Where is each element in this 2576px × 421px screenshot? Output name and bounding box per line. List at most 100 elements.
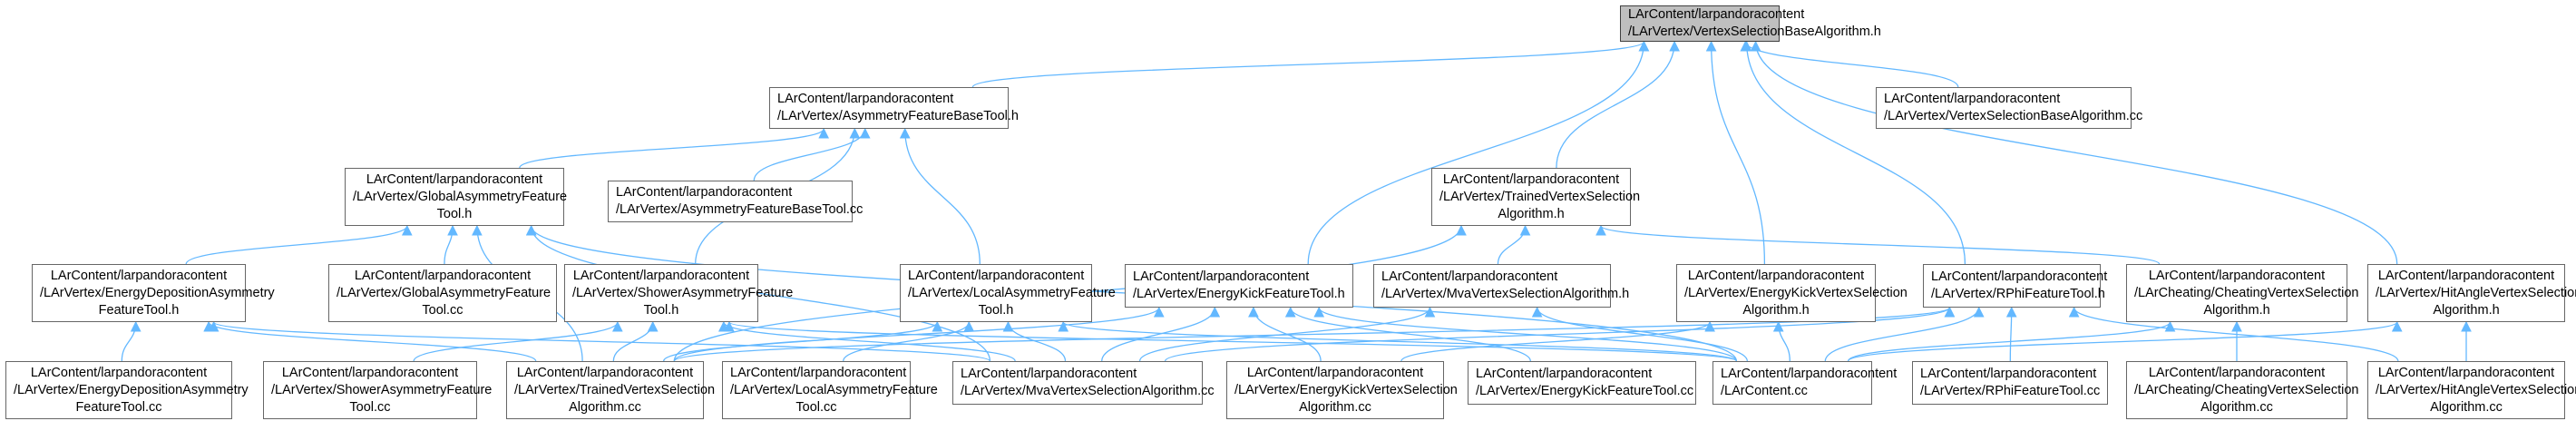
node-label-line: LArContent/larpandoracontent [1920,367,2097,381]
edge-n11-to-n5 [1497,224,1531,265]
node-label-line: LArContent/larpandoracontent [908,268,1085,283]
edge-n10-to-n0 [1307,40,1650,265]
edge-n23-to-n15 [1847,320,2403,362]
edge-n4-to-n1 [753,127,871,181]
node-energykickfeaturetool-cc[interactable]: LArContent/larpandoracontent/LArVertex/E… [1468,361,1696,405]
edge-n9-to-n1 [899,127,981,265]
node-label-line: /LArVertex/EnergyDepositionAsymmetry [14,382,249,397]
node-asymmetryfeaturebasetool-h[interactable]: LArContent/larpandoracontent/LArVertex/A… [769,87,1019,129]
edge-n23-to-n9 [1058,320,1738,362]
node-localasymmetryfeaturetool-cc[interactable]: LArContent/larpandoracontent/LArVertex/L… [722,361,938,419]
node-label-line: Tool.h [436,206,473,221]
edge-n16-to-n6 [121,320,141,362]
node-label-line: FeatureTool.h [98,302,180,318]
node-label-line: /LArVertex/EnergyKickFeatureTool.cc [1476,384,1694,398]
edge-n18-to-n10 [673,306,1165,362]
node-label-line: /LArCheating/CheatingVertexSelection [2134,285,2359,300]
node-label-line: LArContent/larpandoracontent [366,171,543,187]
node-label-line: LArContent/larpandoracontent [50,268,228,283]
node-label-line: /LArVertex/EnergyDepositionAsymmetry [40,285,275,300]
node-energykickvertexselectionalgorithm-cc[interactable]: LArContent/larpandoracontent/LArVertex/E… [1226,361,1458,419]
node-label-line: LArContent/larpandoracontent [1628,7,1805,22]
node-trainedvertexselectionalgorithm-h[interactable]: LArContent/larpandoracontent/LArVertex/T… [1431,168,1641,226]
node-vertexselectionbasealgorithm-cc[interactable]: LArContent/larpandoracontent/LArVertex/V… [1876,87,2142,129]
node-label-line: /LArVertex/EnergyKickVertexSelection [1684,285,1908,300]
edge-n14-to-n5 [1595,224,2161,265]
node-label-line: LArContent/larpandoracontent [777,92,954,106]
node-label-line: /LArVertex/EnergyKickFeatureTool.h [1133,287,1345,301]
node-label-line: /LArVertex/HitAngleVertexSelection [2376,382,2576,397]
node-showerasymmetryfeaturetool-cc[interactable]: LArContent/larpandoracontent/LArVertex/S… [263,361,492,419]
node-label-line: Algorithm.cc [2430,399,2503,415]
edge-n6-to-n3 [185,224,413,265]
node-label-line: LArContent/larpandoracontent [1687,268,1865,283]
node-label-line: Tool.h [643,302,679,318]
edge-n21-to-n12 [1400,320,1715,362]
node-label-line: LArContent/larpandoracontent [516,365,694,380]
edge-n23-to-n13 [1824,306,1985,362]
edge-n18-to-n8 [612,320,659,362]
edge-n17-to-n8 [413,320,623,362]
edge-n2-to-n0 [1740,40,1959,88]
node-showerasymmetryfeaturetool-h[interactable]: LArContent/larpandoracontent/LArVertex/S… [564,264,793,322]
edge-n20-to-n8 [718,320,1016,362]
edge-n23-to-n12 [1772,320,1791,362]
node-label-line: Tool.cc [795,399,837,415]
node-label-line: /LArVertex/TrainedVertexSelection [1439,189,1641,204]
node-label-line: Algorithm.h [2203,302,2270,318]
node-label-line: LArContent/larpandoracontent [1246,365,1424,380]
node-label-line: LArContent/larpandoracontent [1442,171,1620,187]
edge-n26-to-n13 [2068,306,2399,362]
node-label-line: LArContent/larpandoracontent [1721,367,1898,381]
node-label-line: LArContent/larpandoracontent [1476,367,1653,381]
edge-n20-to-n10 [1101,306,1221,362]
node-energykickvertexselectionalgorithm-h[interactable]: LArContent/larpandoracontent/LArVertex/E… [1676,264,1908,322]
node-label-line: Algorithm.cc [569,399,641,415]
node-label-line: LArContent/larpandoracontent [616,185,793,200]
node-label-line: /LArVertex/MvaVertexSelectionAlgorithm.c… [961,384,1215,398]
node-energydepositionasymmetryfeaturetool-cc[interactable]: LArContent/larpandoracontent/LArVertex/E… [5,361,249,419]
node-label-line: /LArVertex/LocalAsymmetryFeature [730,382,938,397]
node-cheatingvertexselectionalgorithm-cc[interactable]: LArContent/larpandoracontent/LArCheating… [2126,361,2358,419]
node-rphifeaturetool-cc[interactable]: LArContent/larpandoracontent/LArVertex/R… [1912,361,2108,405]
node-mvavertexselectionalgorithm-h[interactable]: LArContent/larpandoracontent/LArVertex/M… [1373,264,1630,308]
node-energydepositionasymmetryfeaturetool-h[interactable]: LArContent/larpandoracontent/LArVertex/E… [32,264,275,322]
node-label-line: /LArVertex/GlobalAsymmetryFeature [353,189,568,204]
edge-n7-to-n3 [444,224,458,265]
node-label-line: LArContent/larpandoracontent [2377,268,2555,283]
node-globalasymmetryfeaturetool-h[interactable]: LArContent/larpandoracontent/LArVertex/G… [345,168,568,226]
node-label-line: /LArVertex/LocalAsymmetryFeature [908,285,1116,300]
node-label-line: LArContent/larpandoracontent [1133,269,1310,284]
node-label-line: LArContent/larpandoracontent [2148,365,2326,380]
edge-n12-to-n0 [1705,40,1766,265]
node-globalasymmetryfeaturetool-cc[interactable]: LArContent/larpandoracontent/LArVertex/G… [328,264,557,322]
node-label-line: LArContent/larpandoracontent [961,367,1137,381]
node-hitanglevertexselectionalgorithm-h[interactable]: LArContent/larpandoracontent/LArVertex/H… [2367,264,2576,322]
node-label-line: /LArVertex/HitAngleVertexSelection [2376,285,2576,300]
node-label-line: LArContent/larpandoracontent [1884,92,2061,106]
edge-n24-to-n13 [2005,306,2017,362]
node-asymmetryfeaturebasetool-cc[interactable]: LArContent/larpandoracontent/LArVertex/A… [608,181,863,222]
edge-n19-to-n9 [843,320,975,362]
node-label-line: LArContent/larpandoracontent [1931,269,2108,284]
edge-n13-to-n0 [1741,40,1966,265]
node-label-line: Tool.cc [349,399,391,415]
node-larcontent-cc[interactable]: LArContent/larpandoracontent/LArContent.… [1712,361,1898,405]
node-label-line: LArContent/larpandoracontent [30,365,208,380]
node-label-line: LArContent/larpandoracontent [2148,268,2326,283]
edge-n15-to-n0 [1750,40,2398,265]
node-localasymmetryfeaturetool-h[interactable]: LArContent/larpandoracontent/LArVertex/L… [900,264,1116,322]
node-rphifeaturetool-h[interactable]: LArContent/larpandoracontent/LArVertex/R… [1923,264,2108,308]
node-label-line: LArContent/larpandoracontent [1381,269,1558,284]
node-hitanglevertexselectionalgorithm-cc[interactable]: LArContent/larpandoracontent/LArVertex/H… [2367,361,2576,419]
node-label-line: LArContent/larpandoracontent [730,365,907,380]
edge-n22-to-n10 [1284,306,1531,362]
edge-n23-to-n10 [1313,306,1738,362]
node-mvavertexselectionalgorithm-cc[interactable]: LArContent/larpandoracontent/LArVertex/M… [952,361,1215,405]
node-trainedvertexselectionalgorithm-cc[interactable]: LArContent/larpandoracontent/LArVertex/T… [506,361,715,419]
node-energykickfeaturetool-h[interactable]: LArContent/larpandoracontent/LArVertex/E… [1125,264,1353,308]
node-label-line: /LArVertex/MvaVertexSelectionAlgorithm.h [1381,287,1630,301]
node-cheatingvertexselectionalgorithm-h[interactable]: LArContent/larpandoracontent/LArCheating… [2126,264,2359,322]
node-label-line: Algorithm.cc [2200,399,2273,415]
